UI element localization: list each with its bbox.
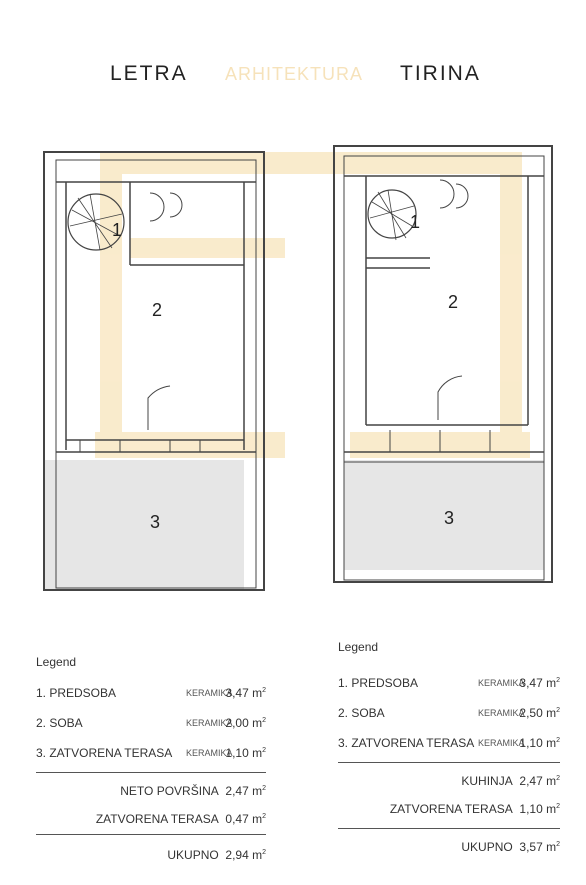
plan-right [333,145,553,583]
divider [338,828,560,829]
summary-row: ZATVORENA TERASA 0,47 m2 [95,812,266,826]
divider [36,772,266,773]
terrace-area [344,460,544,570]
floor-plans [43,145,553,591]
divider [338,762,560,763]
watermark-logo [95,152,530,458]
legend-title: Legend [338,640,379,654]
room-number: 1 [410,212,421,232]
watermark-text: ARHITEKTURA [225,64,364,84]
summary-row: NETO POVRŠINA 2,47 m2 [120,784,266,798]
plan-title-left: LETRA [110,62,188,85]
summary-row: KUHINJA 2,47 m2 [461,774,560,788]
terrace-area [44,460,244,590]
summary-total: UKUPNO 3,57 m2 [461,840,560,854]
summary-row: ZATVORENA TERASA 1,10 m2 [389,802,560,816]
plan-title-right: TIRINA [400,62,481,85]
room-number: 3 [150,512,161,532]
room-number: 2 [152,300,163,320]
plan-left [43,151,265,591]
summary-total: UKUPNO 2,94 m2 [167,848,266,862]
room-number: 1 [112,220,123,240]
legend-title: Legend [36,655,77,669]
room-number: 3 [444,508,455,528]
divider [36,834,266,835]
room-number: 2 [448,292,459,312]
